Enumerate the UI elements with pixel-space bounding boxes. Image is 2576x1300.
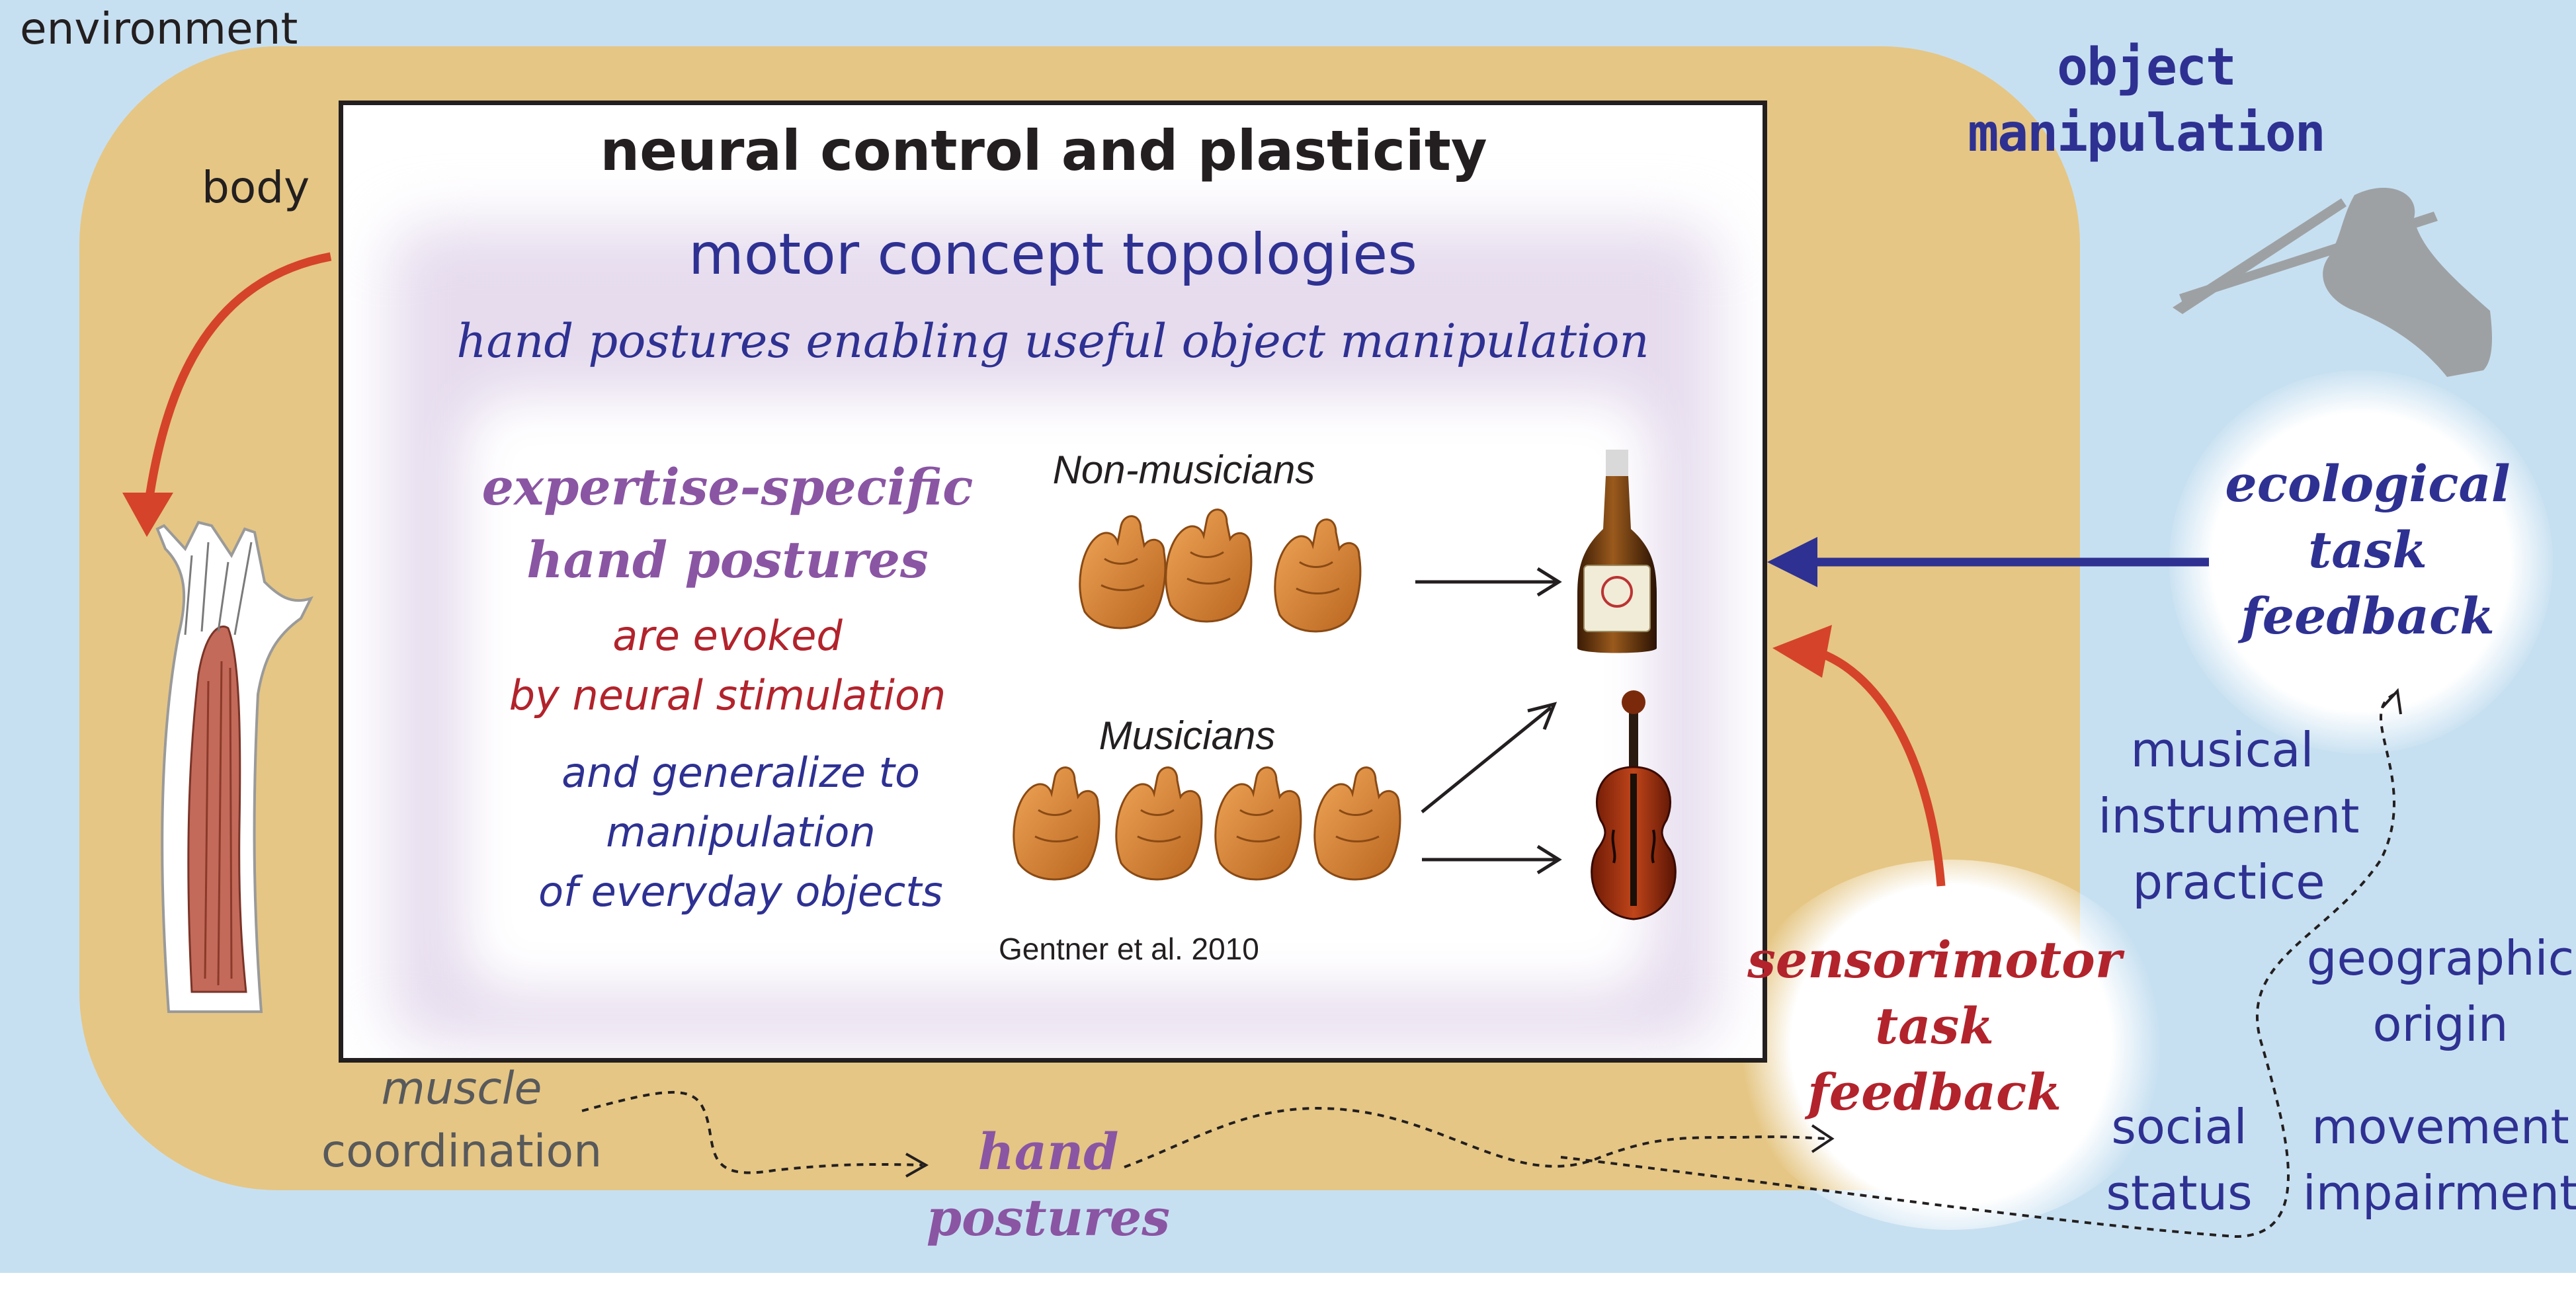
motor-concept-topologies: motor concept topologies xyxy=(688,222,1417,288)
sensorimotor-line1: sensorimotor xyxy=(1747,930,2122,989)
hand-posture-icon xyxy=(1079,515,1167,630)
hand-postures-bottom-line2: postures xyxy=(926,1188,1171,1247)
geographic-line2: origin xyxy=(2372,996,2509,1052)
hand-posture-icon xyxy=(1313,766,1401,881)
hand-posture-icon xyxy=(1165,508,1253,623)
neural-control-box xyxy=(339,101,1767,1063)
hand-posture-icon xyxy=(1013,766,1101,881)
geographic-line1: geographic xyxy=(2306,930,2575,986)
hand-posture-icon xyxy=(1214,766,1302,881)
object-manipulation-line2: manipulation xyxy=(1968,104,2326,163)
movement-line1: movement xyxy=(2311,1099,2569,1155)
musicians-label: Musicians xyxy=(1099,713,1276,758)
ecological-line2: task xyxy=(2308,520,2427,579)
generalize-line3: of everyday objects xyxy=(538,868,943,916)
body-label: body xyxy=(202,162,310,213)
beer-bottle-icon xyxy=(1577,450,1657,653)
ecological-glow xyxy=(2169,370,2553,754)
citation: Gentner et al. 2010 xyxy=(999,932,1259,966)
sensorimotor-glow xyxy=(1726,860,2176,1230)
generalize-line2: manipulation xyxy=(606,808,876,856)
environment-label: environment xyxy=(20,3,298,54)
hand-posture-icon xyxy=(1115,766,1203,881)
ecological-line3: feedback xyxy=(2241,587,2495,645)
evoked-line2: by neural stimulation xyxy=(509,671,946,719)
hand-postures-enabling: hand postures enabling useful object man… xyxy=(456,314,1649,368)
evoked-line1: are evoked xyxy=(612,612,843,660)
violin-icon xyxy=(1591,690,1677,920)
sensorimotor-line2: task xyxy=(1875,996,1994,1055)
musical-line2: instrument xyxy=(2098,788,2360,844)
hand-posture-icon xyxy=(1274,518,1362,633)
object-manipulation-line1: object xyxy=(2057,38,2237,97)
inner-panel xyxy=(462,396,1653,991)
sensorimotor-line3: feedback xyxy=(1807,1063,2061,1121)
social-line1: social xyxy=(2111,1099,2247,1155)
muscle-line2: coordination xyxy=(321,1125,602,1178)
musical-line3: practice xyxy=(2132,854,2325,910)
forearm-anatomy-icon xyxy=(155,520,313,1013)
ecological-line1: ecological xyxy=(2225,454,2511,513)
muscle-line1: muscle xyxy=(381,1063,542,1115)
social-line2: status xyxy=(2106,1165,2253,1221)
non-musicians-label: Non-musicians xyxy=(1052,448,1315,492)
hand-postures-bottom-line1: hand xyxy=(977,1122,1119,1181)
main-title: neural control and plasticity xyxy=(600,118,1487,183)
musical-line1: musical xyxy=(2130,722,2314,778)
generalize-line1: and generalize to xyxy=(561,749,920,797)
movement-line2: impairment xyxy=(2302,1165,2576,1221)
chopsticks-hand-icon xyxy=(2173,187,2492,377)
expertise-line2: hand postures xyxy=(526,530,929,589)
expertise-line1: expertise-specific xyxy=(481,458,974,516)
